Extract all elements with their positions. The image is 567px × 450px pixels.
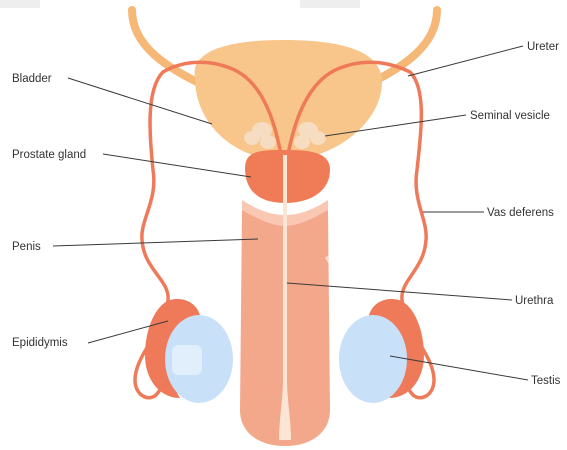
label-bladder: Bladder: [12, 73, 52, 85]
watermark-bottom: erstock: [400, 397, 488, 450]
watermark-logo-icon: [172, 345, 202, 375]
label-vas-deferens: Vas deferens: [487, 207, 554, 219]
label-epididymis: Epididymis: [12, 337, 68, 349]
label-testis: Testis: [531, 375, 561, 387]
label-ureter: Ureter: [527, 41, 559, 53]
label-seminal-vesicle: Seminal vesicle: [470, 110, 550, 122]
bladder: [195, 40, 382, 158]
label-urethra: Urethra: [515, 295, 554, 307]
watermark-center: Pikovit: [323, 226, 376, 270]
label-prostate-gland: Prostate gland: [12, 149, 86, 161]
ureter-leader-line: [408, 46, 523, 76]
bladder-leader-line: [68, 78, 212, 124]
top-strip-left: [0, 0, 40, 8]
right-testis: [339, 315, 407, 403]
prostate-leader-line: [103, 154, 251, 177]
label-penis: Penis: [12, 241, 41, 253]
top-strip-right: [300, 0, 360, 8]
prostate-gland: [245, 150, 330, 203]
penis-leader-line: [53, 239, 258, 246]
